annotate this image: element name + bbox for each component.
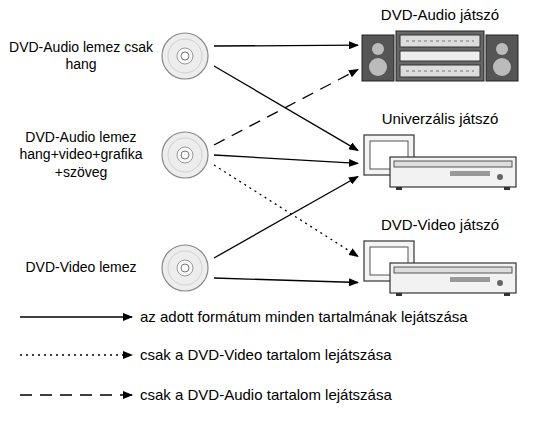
disc-node: DVD-Video lemez	[2, 232, 214, 304]
connector-arrow	[214, 165, 358, 256]
disc-icon	[160, 130, 210, 180]
legend-row: az adott formátum minden tartalmának lej…	[18, 308, 468, 325]
disc-label: DVD-Video lemez	[2, 259, 160, 277]
player-label: DVD-Video játszó	[381, 216, 499, 233]
player-label: Univerzális játszó	[382, 110, 499, 127]
connector-arrow	[214, 177, 358, 259]
connector-arrow	[214, 45, 358, 47]
legend-sample	[18, 349, 136, 361]
connector-arrow	[214, 70, 358, 146]
disc-node: DVD-Audio lemez hang+video+grafika +szöv…	[2, 110, 214, 200]
disc-label: DVD-Audio lemez csak hang	[2, 39, 160, 74]
connector-arrow	[214, 66, 358, 150]
disc-icon	[160, 31, 210, 81]
connector-arrow	[214, 278, 358, 283]
player-icon	[360, 29, 520, 83]
legend-sample	[18, 311, 136, 323]
legend-text: csak a DVD-Video tartalom lejátszása	[140, 346, 392, 363]
disc-node: DVD-Audio lemez csak hang	[2, 20, 214, 92]
legend-row: csak a DVD-Audio tartalom lejátszása	[18, 386, 392, 403]
player-icon	[360, 239, 520, 297]
disc-label: DVD-Audio lemez hang+video+grafika +szöv…	[2, 129, 160, 182]
player-node: DVD-Video játszó	[350, 216, 530, 297]
connector-arrow	[214, 155, 358, 163]
legend-text: csak a DVD-Audio tartalom lejátszása	[140, 386, 392, 403]
player-label: DVD-Audio játszó	[381, 6, 499, 23]
legend-row: csak a DVD-Video tartalom lejátszása	[18, 346, 392, 363]
player-node: Univerzális játszó	[350, 110, 530, 191]
legend-text: az adott formátum minden tartalmának lej…	[140, 308, 468, 325]
player-icon	[360, 133, 520, 191]
legend-sample	[18, 389, 136, 401]
player-node: DVD-Audio játszó	[350, 6, 530, 83]
disc-icon	[160, 243, 210, 293]
